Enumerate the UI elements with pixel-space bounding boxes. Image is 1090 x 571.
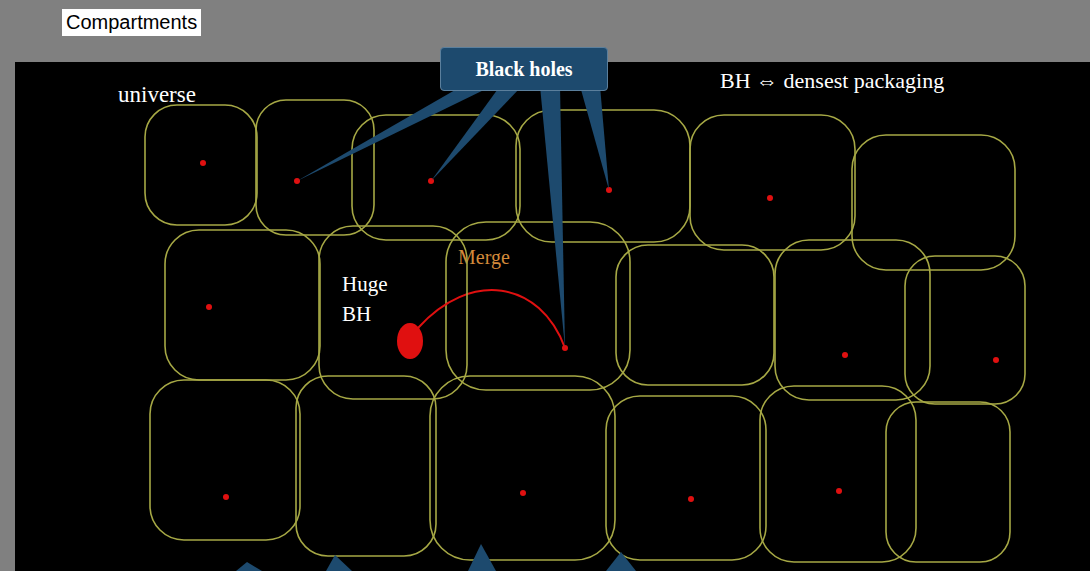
callout-text: Black holes [475,58,572,81]
cell-label: Huge BH [342,269,412,330]
merge-path [418,290,565,348]
cell-outline [318,225,468,400]
region-label: universe [118,82,196,108]
callout-box: Black holes [440,47,608,91]
huge-black-hole [397,323,423,359]
black-hole-dots [200,160,999,502]
compartment-cell: Huge BH [318,225,468,400]
cell-border [319,226,467,399]
callout-pointers [236,86,636,571]
page-title: Compartments [62,9,201,36]
note-label: BH ⇔ densest packaging [720,68,944,94]
universe-panel [15,62,1090,571]
compartment-cells [145,100,1025,562]
